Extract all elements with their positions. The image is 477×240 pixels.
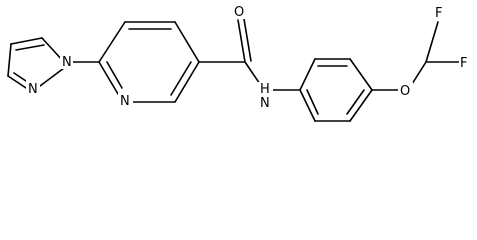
bond	[349, 58, 373, 91]
bond	[299, 58, 316, 91]
atom-labels: N N N O H N O F F	[26, 3, 471, 111]
atom-f-right: F	[460, 56, 467, 71]
atom-n-pyrazole-2: N	[28, 82, 38, 97]
bond	[237, 19, 246, 63]
bond	[15, 44, 45, 51]
bond	[346, 89, 365, 115]
bond	[411, 61, 427, 85]
atom-n-pyrazole-1: N	[62, 55, 72, 70]
bond	[106, 61, 123, 89]
bonds	[7, 18, 460, 122]
bond	[10, 37, 43, 45]
bond	[349, 89, 373, 122]
bond	[425, 21, 439, 63]
bond	[98, 61, 119, 95]
bond	[7, 75, 27, 89]
bond	[170, 61, 192, 96]
bond	[306, 89, 319, 115]
bond	[174, 21, 200, 63]
chemical-structure: N N N O H N O F F	[7, 3, 471, 122]
bond	[13, 72, 27, 82]
atom-f-top: F	[435, 6, 442, 21]
atom-n-pyridine: N	[120, 94, 130, 109]
bond	[7, 43, 12, 77]
atom-n-amide: N	[260, 96, 270, 111]
bond	[243, 18, 252, 62]
bond	[98, 21, 126, 63]
bond	[299, 89, 316, 122]
atom-o-ether: O	[400, 84, 410, 99]
bond	[174, 61, 200, 103]
atom-h-amide: H	[260, 82, 270, 97]
atom-o-carbonyl: O	[234, 5, 244, 20]
bond	[39, 67, 65, 87]
